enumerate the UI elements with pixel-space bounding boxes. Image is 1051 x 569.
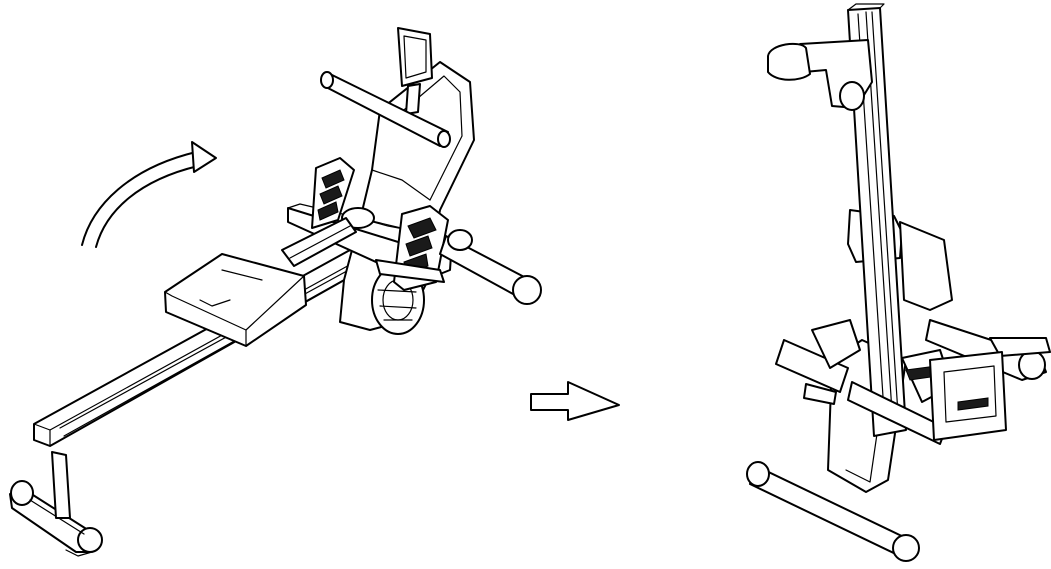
monitor [397,27,433,115]
folded-seat [767,39,873,111]
footrest-left [311,157,355,229]
rear-leg [51,451,71,519]
rower-unfolded [9,27,542,557]
rear-stabilizer-foot [9,480,103,557]
handlebar [320,71,451,148]
front-stabilizer [439,229,542,305]
curved-rotation-arrow [81,141,217,248]
folded-front-stabilizer [746,461,920,562]
folded-monitor [929,351,1007,441]
rower-folded [746,3,1051,562]
folded-handlebar [925,319,1051,381]
seat [164,253,307,347]
footrest-right [375,205,449,291]
transition-arrow [530,381,620,421]
seat-rail-segment [281,217,357,267]
